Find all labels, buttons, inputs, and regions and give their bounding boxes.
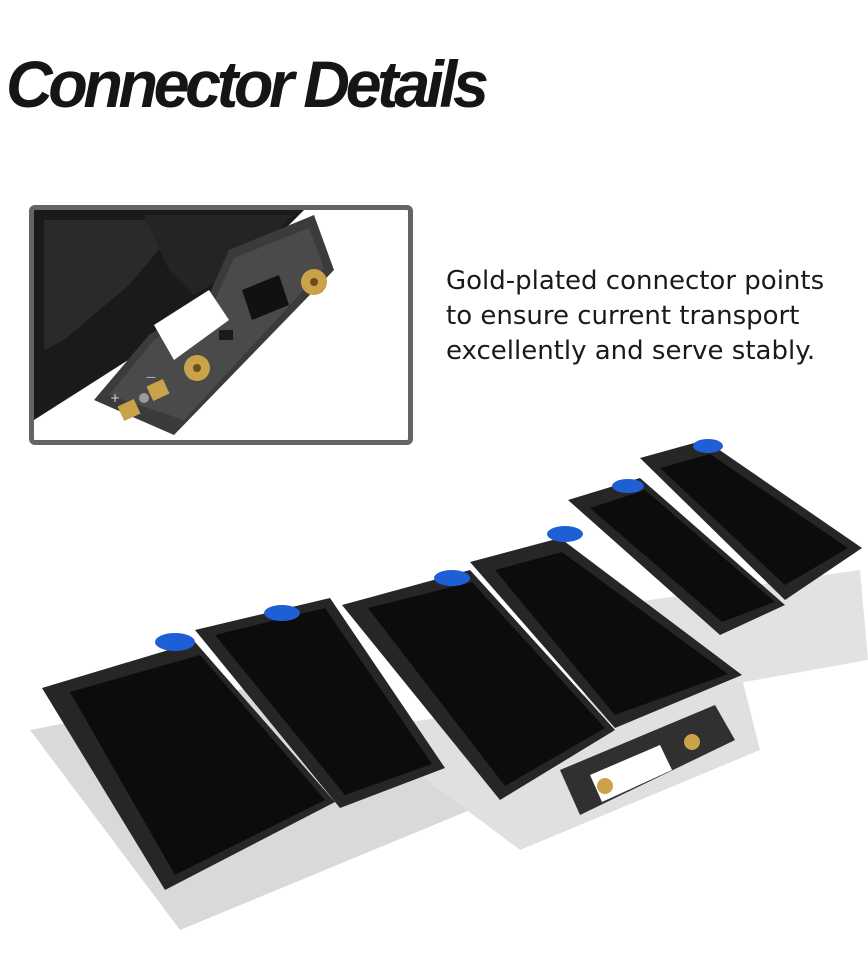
gold-pad-negative — [146, 378, 170, 402]
page-title: Connector Details — [6, 47, 489, 121]
closeup-cell-face — [44, 220, 184, 350]
connector-closeup-frame: + — — [29, 205, 413, 445]
pcb-plus-mark: + — [110, 391, 120, 405]
gold-pad-hole-upper — [310, 278, 318, 286]
blue-tab-3 — [434, 570, 470, 586]
connector-closeup-image: + — — [34, 210, 334, 435]
closeup-cell-strip — [144, 215, 294, 295]
cell-1 — [70, 655, 325, 875]
cell-4 — [495, 552, 728, 715]
pcb-cutout — [154, 290, 229, 360]
pcb-minus-mark: — — [146, 372, 156, 383]
blue-tab-2 — [264, 605, 300, 621]
blue-tab-5 — [612, 479, 644, 493]
pcb-chip — [242, 275, 289, 320]
cell-5 — [590, 490, 775, 622]
blue-tab-6 — [693, 439, 723, 453]
pcb-screw — [139, 393, 149, 403]
feature-description: Gold-plated connector points to ensure c… — [446, 264, 866, 369]
description-line-1: Gold-plated connector points — [446, 266, 825, 296]
cell-2 — [215, 608, 432, 795]
connector-gold-pad-right — [684, 734, 700, 750]
description-line-3: excellently and serve stably. — [446, 336, 816, 366]
blue-tab-1 — [155, 633, 195, 651]
connector-gold-pad-left — [597, 778, 613, 794]
battery-pack-image — [30, 439, 868, 930]
cell-6 — [660, 454, 848, 585]
gold-pad-positive — [117, 398, 141, 422]
cell-3 — [368, 582, 605, 786]
pcb-small-chip — [219, 330, 233, 340]
description-line-2: to ensure current transport — [446, 301, 800, 331]
gold-pad-hole-lower — [193, 364, 201, 372]
blue-tab-4 — [547, 526, 583, 542]
